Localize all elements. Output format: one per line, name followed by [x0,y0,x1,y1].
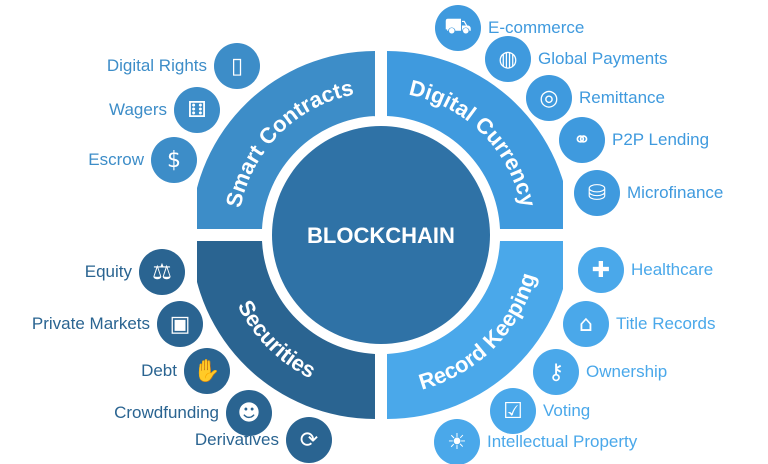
item-label: Intellectual Property [487,432,638,451]
item-label: Global Payments [538,49,668,68]
item-label: P2P Lending [612,130,710,149]
touch-tablet-icon: ▯ [214,43,260,89]
item-label: Private Markets [31,314,150,333]
center-circle [272,126,490,344]
cycle-arrows-icon: ⟳ [286,417,332,463]
key-icon: ⚷ [533,349,579,395]
medical-hand-icon: ✚ [578,247,624,293]
center-title: BLOCKCHAIN [307,223,455,248]
money-hand-icon: ✋ [184,348,230,394]
item-label: Equity [84,262,132,281]
item-label: Title Records [616,314,716,333]
item-label: Remittance [579,88,665,107]
globe-money-icon: ◎ [526,75,572,121]
globe-network-icon: ◍ [485,36,531,82]
people-group-icon: ☻ [226,390,272,436]
dollar-lock-icon: $ [151,137,197,183]
shopping-cart-icon: ⛟ [435,5,481,51]
quadrant-securities [197,241,375,419]
item-label: Voting [543,401,591,420]
handshake-icon: ⚭ [559,117,605,163]
item-label: Debt [141,361,177,380]
padlock-icon: ▣ [157,301,203,347]
quadrant-smart-contracts [197,51,375,229]
item-label: Microfinance [627,183,724,202]
ballot-box-icon: ☑ [490,388,536,434]
item-label: E-commerce [488,18,585,37]
item-label: Ownership [586,362,668,381]
house-icon: ⌂ [563,301,609,347]
scales-icon: ⚖ [139,249,185,295]
coin-stack-icon: ⛁ [574,170,620,216]
lightbulb-icon: ☀ [434,419,480,464]
quadrant-digital-currency [387,51,563,229]
item-label: Crowdfunding [114,403,219,422]
item-label: Digital Rights [106,56,207,75]
item-label: Wagers [109,100,167,119]
item-label: Escrow [88,150,144,169]
item-label: Derivatives [194,430,279,449]
dice-icon: ⚅ [174,87,220,133]
item-label: Healthcare [631,260,714,279]
quadrant-record-keeping [387,241,563,419]
